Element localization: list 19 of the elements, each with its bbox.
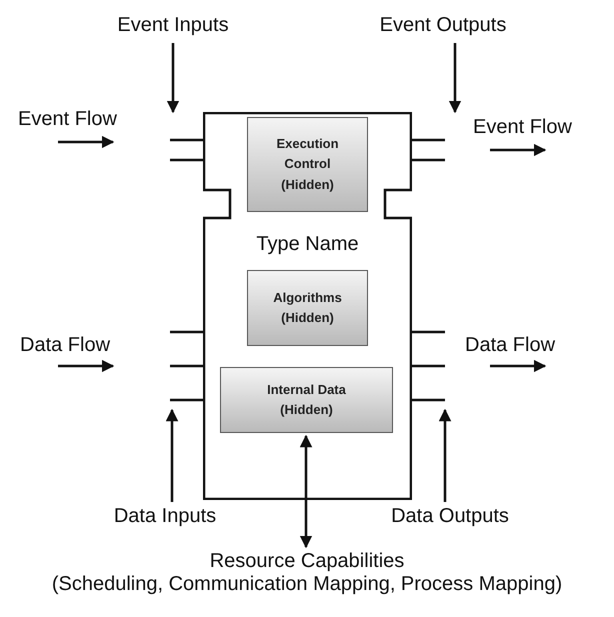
node-label: Event Outputs <box>380 14 506 37</box>
flow-label: Event Flow <box>473 116 572 139</box>
flow-label: Event Flow <box>18 108 117 131</box>
arrow <box>166 43 180 114</box>
arrow <box>438 408 452 502</box>
arrow <box>166 408 178 502</box>
flow-label: Data Flow <box>465 334 556 357</box>
process-box: Internal Data (Hidden) <box>220 367 393 433</box>
node-label: Data Outputs <box>391 505 509 528</box>
arrow <box>448 43 462 114</box>
node-label: Resource Capabilities <box>210 550 404 573</box>
process-box: Algorithms (Hidden) <box>247 270 368 346</box>
process-box: Execution Control (Hidden) <box>247 117 368 212</box>
node-label: (Scheduling, Communication Mapping, Process Mapping) <box>52 573 562 596</box>
block-title: Type Name <box>255 233 360 256</box>
node-label: Data Inputs <box>114 505 216 528</box>
arrow <box>300 434 312 548</box>
flow-label: Data Flow <box>20 334 110 357</box>
node-label: Event Inputs <box>117 14 229 37</box>
